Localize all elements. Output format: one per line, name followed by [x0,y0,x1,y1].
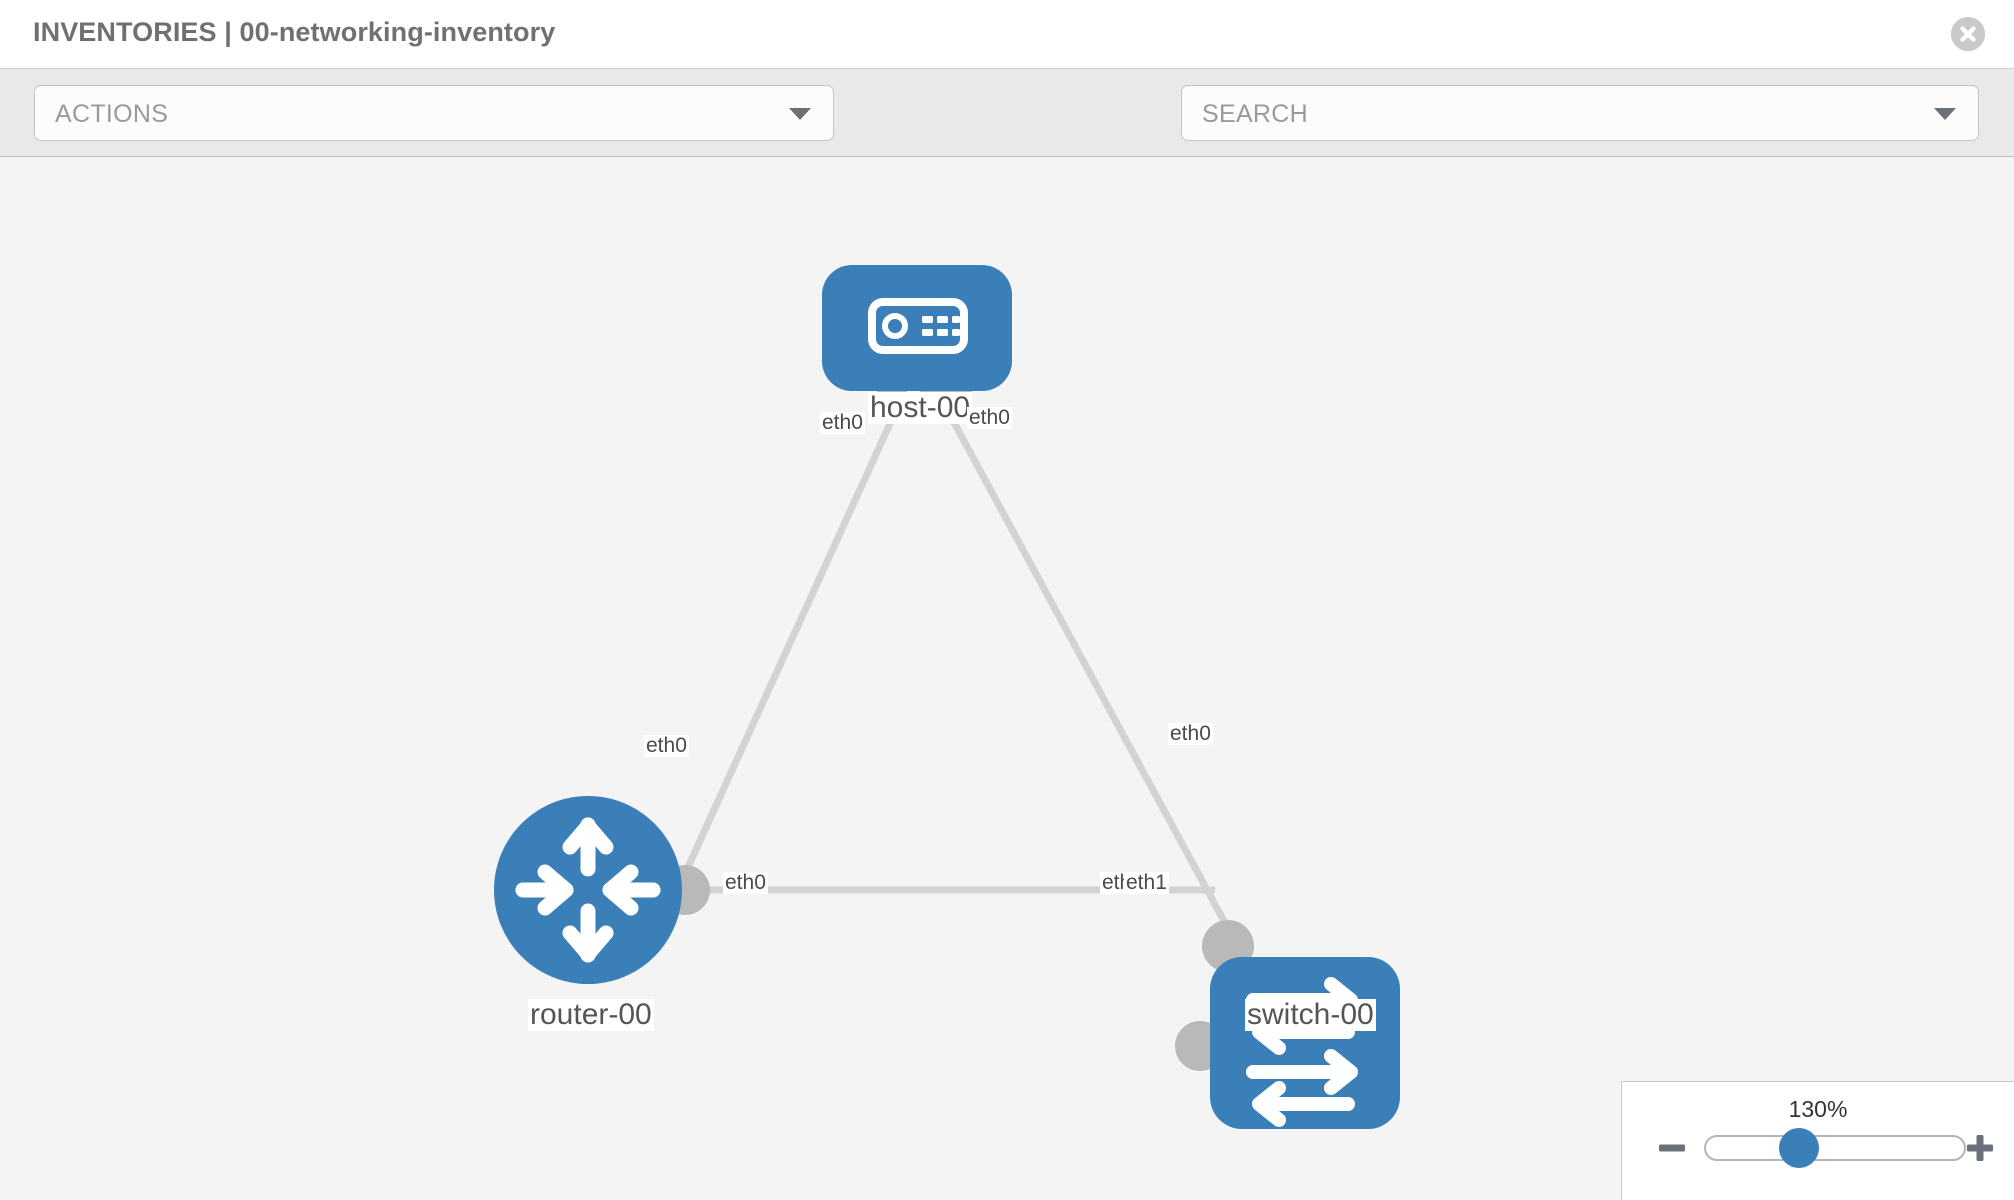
link-host-switch [946,413,1242,949]
port-label-switch-left: eth1 [1124,871,1169,895]
node-label-router: router-00 [528,998,654,1031]
search-input-value: SEARCH [1202,100,1308,128]
port-label-router-up: eth0 [644,734,689,758]
minus-icon[interactable] [1658,1134,1686,1162]
port-label-router-right: eth0 [723,871,768,895]
zoom-slider-track[interactable] [1704,1135,1966,1161]
actions-dropdown[interactable]: ACTIONS [34,85,834,141]
zoom-percent-label: 130% [1788,1096,1848,1122]
port-label-host-left: eth0 [820,411,865,435]
plus-icon[interactable] [1966,1134,1994,1162]
topology-graph [494,265,1400,1129]
chevron-down-icon [1934,108,1956,120]
port-label-switch-up: eth0 [1168,722,1213,746]
node-router-00 [494,796,682,984]
page-header: INVENTORIES | 00-networking-inventory [0,0,2014,69]
topology-toolbar: ACTIONS [0,69,2014,200]
zoom-control-panel: 130% [1621,1081,2014,1200]
search-input[interactable]: SEARCH [1181,85,1979,141]
close-icon[interactable] [1951,17,1985,51]
zoom-slider-handle[interactable] [1779,1128,1819,1168]
port-label-host-right: eth0 [967,406,1012,430]
topology-canvas[interactable]: host-00 eth0 eth0 eth0 eth0 eth0 eth eth… [0,157,2014,1200]
actions-dropdown-label: ACTIONS [55,100,169,128]
chevron-down-icon [789,108,811,120]
node-host-00 [822,265,1012,391]
topology-connectors [660,364,1254,1071]
page-title: INVENTORIES | 00-networking-inventory [33,17,556,47]
node-label-switch: switch-00 [1245,998,1376,1031]
node-label-host: host-00 [868,391,973,424]
node-switch-00 [1210,957,1400,1129]
